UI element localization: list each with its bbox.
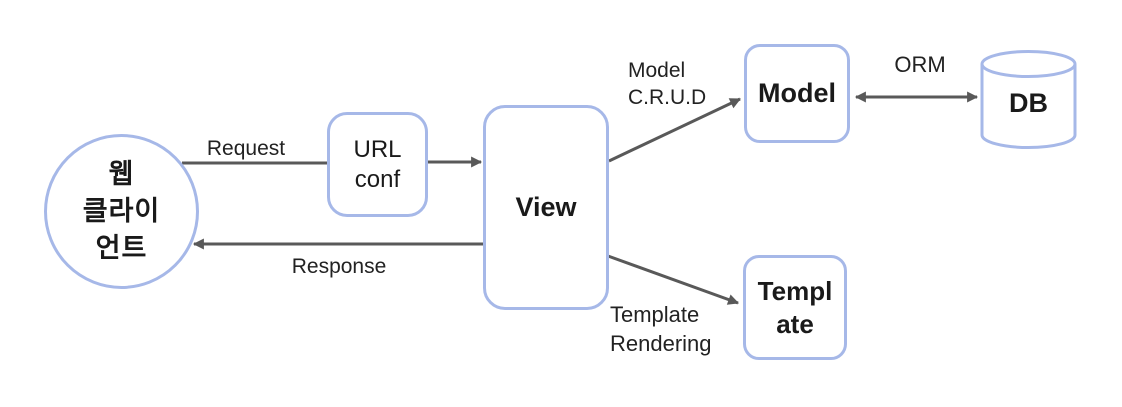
template-rendering-edge-label: Template Rendering — [610, 302, 712, 356]
url-conf-node: URL conf — [327, 112, 428, 217]
response-edge-label: Response — [291, 255, 387, 278]
orm-edge-label: ORM — [894, 52, 946, 77]
view-to-template-arrow — [607, 254, 740, 305]
model-node: Model — [744, 44, 850, 143]
db-cylinder — [980, 50, 1077, 149]
view-to-model-arrow — [608, 97, 741, 163]
db-node-label: DB — [1009, 88, 1048, 118]
template-node: Templ ate — [743, 255, 847, 360]
request-edge-label: Request — [206, 137, 286, 160]
view-node: View — [483, 105, 609, 310]
model-crud-edge-label: Model C.R.U.D — [628, 59, 707, 110]
web-client-node: 웹 클라이 언트 — [44, 134, 199, 289]
